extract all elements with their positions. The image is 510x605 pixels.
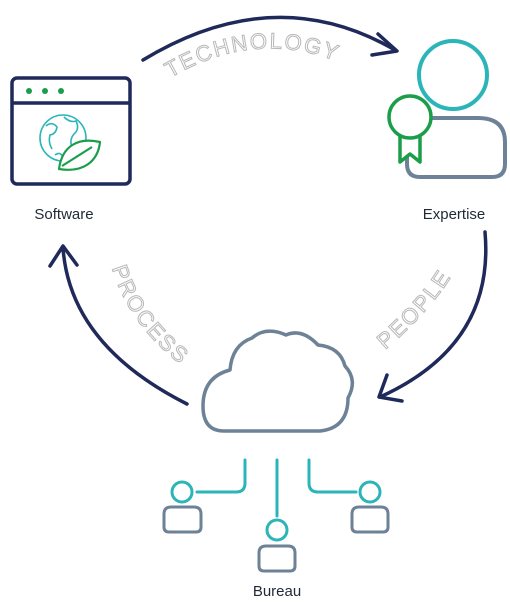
process-label: PROCESS (107, 262, 194, 370)
user-icon (162, 480, 203, 534)
arrow-software-to-expertise (141, 15, 399, 62)
software-label: Software (34, 206, 93, 223)
expertise-icon (387, 39, 507, 179)
user-icon (257, 518, 297, 573)
bureau-label: Bureau (253, 583, 301, 600)
bureau-icon (162, 329, 390, 573)
software-icon (10, 76, 132, 186)
arrow-bureau-to-software (48, 244, 189, 406)
cloud-icon (201, 329, 355, 433)
arrow-expertise-to-bureau (377, 230, 488, 403)
user-icon (350, 480, 390, 534)
people-label: PEOPLE (372, 265, 456, 354)
award-icon (387, 94, 433, 164)
leaf-icon (57, 139, 102, 171)
expertise-label: Expertise (423, 206, 486, 223)
